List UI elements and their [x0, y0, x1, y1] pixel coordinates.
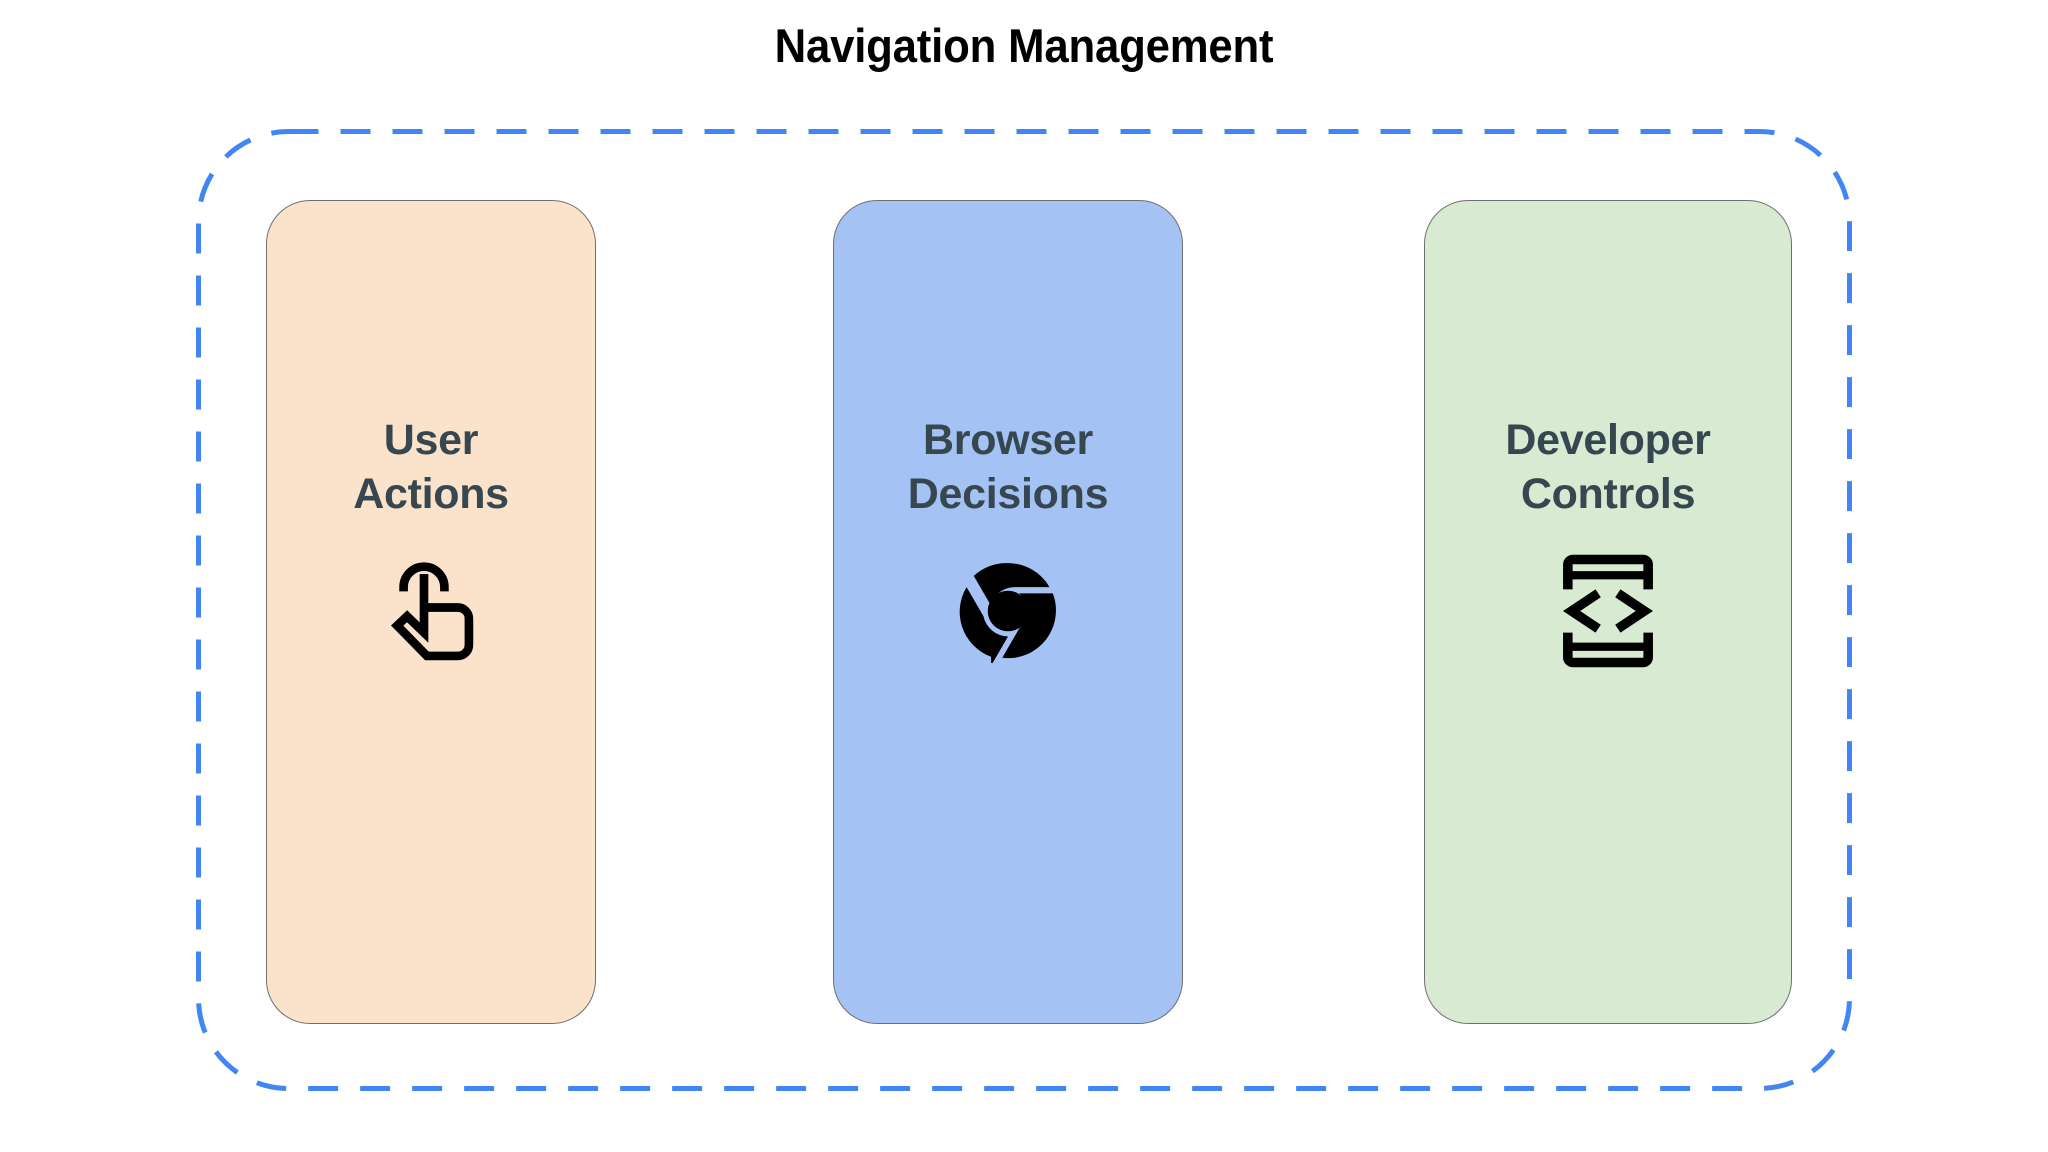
category-card-row: User Actions Browser Decisions [196, 200, 1852, 1024]
developer-mode-icon [1552, 555, 1664, 668]
navigation-management-group [196, 129, 1852, 1091]
card-browser-decisions[interactable]: Browser Decisions [833, 200, 1183, 1024]
group-dashed-border [196, 129, 1852, 1091]
card-label-developer-controls: Developer Controls [1505, 416, 1711, 519]
page-title: Navigation Management [774, 19, 1274, 72]
card-user-actions[interactable]: User Actions [266, 200, 596, 1024]
card-label-user-actions: User Actions [353, 416, 509, 519]
touch-app-icon [375, 555, 487, 667]
card-developer-controls[interactable]: Developer Controls [1424, 200, 1792, 1024]
chrome-logo-icon [952, 555, 1064, 667]
card-label-browser-decisions: Browser Decisions [907, 416, 1109, 519]
